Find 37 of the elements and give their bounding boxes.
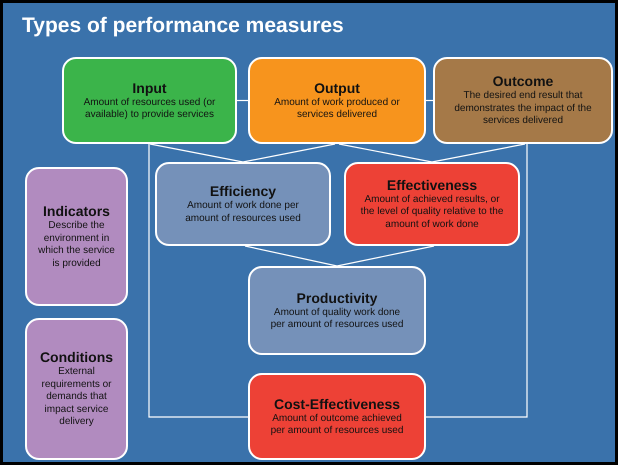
box-heading: Cost-Effectiveness xyxy=(274,396,400,412)
box-description: Describe the environment in which the service is provided xyxy=(37,220,116,270)
box-description: Amount of achieved results, or the level of quality relative to the amount of work done xyxy=(360,194,504,232)
box-description: Amount of work produced or services delivered xyxy=(273,96,401,122)
box-heading: Conditions xyxy=(40,349,114,366)
connector-line xyxy=(432,143,526,163)
box-description: The desired end result that demonstrates the impact of the services delivered xyxy=(453,90,593,128)
box-heading: Input xyxy=(132,80,167,96)
ratio-box xyxy=(155,162,331,246)
box-heading: Indicators xyxy=(43,203,110,220)
input-box xyxy=(62,57,237,144)
box-description: Amount of work done per amount of resources used xyxy=(184,200,302,225)
ratio-box xyxy=(248,266,426,355)
outcome-box xyxy=(433,57,613,144)
result-box xyxy=(344,162,520,246)
box-description: Amount of resources used (or available) to provide services xyxy=(82,96,216,122)
connector-line xyxy=(242,143,336,163)
box-description: Amount of outcome achieved per amount of resources used xyxy=(270,412,404,438)
connector-line xyxy=(237,100,248,102)
box-heading: Output xyxy=(314,80,360,96)
box-heading: Efficiency xyxy=(210,183,276,200)
result-box xyxy=(248,373,426,460)
box-heading: Outcome xyxy=(492,73,554,90)
connector-line xyxy=(338,143,432,163)
connector-line xyxy=(150,143,244,163)
context-box xyxy=(25,318,128,460)
context-box xyxy=(25,167,128,306)
box-heading: Effectiveness xyxy=(386,176,478,194)
output-box xyxy=(248,57,426,144)
connector-line xyxy=(336,245,434,267)
box-description: Amount of quality work done per amount of resources used xyxy=(270,306,404,332)
title: Types of performance measures xyxy=(22,14,344,38)
box-description: External requirements or demands that impact service delivery xyxy=(40,366,113,429)
connector-line xyxy=(244,245,338,267)
box-heading: Productivity xyxy=(296,290,378,306)
connector-line xyxy=(426,144,528,418)
connector-line xyxy=(148,144,248,418)
